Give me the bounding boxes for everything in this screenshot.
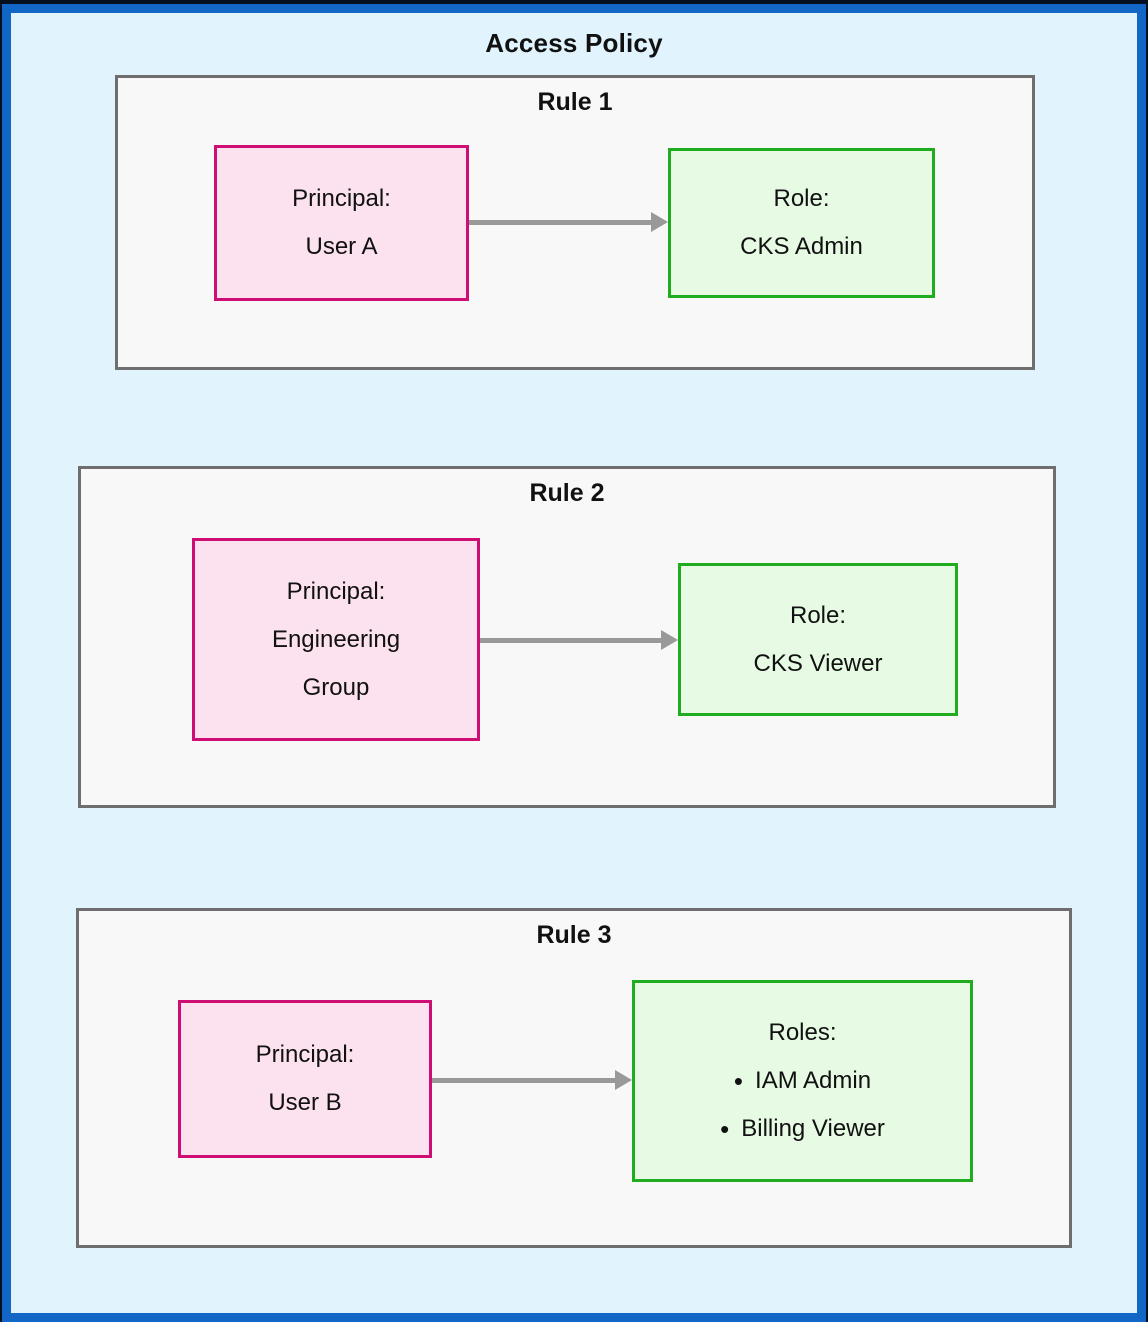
arrow-line	[432, 1077, 616, 1083]
rule-1-label: Rule 1	[537, 88, 613, 116]
rule-3-container: Rule 3 Principal: User B Roles: • IAM Ad…	[76, 908, 1072, 1248]
rule-1-principal-node: Principal: User A	[214, 145, 469, 301]
rule-2-label: Rule 2	[529, 479, 605, 507]
role-value-text: IAM Admin	[755, 1067, 872, 1094]
role-value-text: Billing Viewer	[741, 1115, 885, 1142]
arrow-head-icon	[615, 1070, 632, 1090]
role-value: • Billing Viewer	[720, 1105, 885, 1153]
principal-value: User B	[268, 1089, 342, 1116]
arrow-head-icon	[661, 630, 678, 650]
rule-2-role-node: Role: CKS Viewer	[678, 563, 958, 716]
rule-1-role-node: Role: CKS Admin	[668, 148, 935, 298]
role-heading: Role:	[789, 601, 847, 629]
role-heading: Roles:	[768, 1019, 837, 1046]
rule-3-role-node: Roles: • IAM Admin • Billing Viewer	[632, 980, 973, 1182]
rule-2-container: Rule 2 Principal: Engineering Group Role…	[78, 466, 1056, 808]
arrow-head-icon	[651, 212, 668, 232]
rule-3-principal-node: Principal: User B	[178, 1000, 432, 1158]
principal-heading: Principal:	[286, 577, 386, 605]
role-value: CKS Viewer	[753, 649, 883, 677]
principal-value: User A	[305, 233, 378, 260]
role-heading: Role:	[773, 185, 830, 212]
principal-heading: Principal:	[255, 1041, 355, 1068]
diagram-title: Access Policy	[485, 28, 663, 58]
role-value: CKS Admin	[740, 233, 863, 260]
bullet-icon: •	[720, 1114, 730, 1144]
principal-heading: Principal:	[292, 185, 391, 212]
rule-3-label: Rule 3	[536, 921, 612, 949]
rule-2-principal-node: Principal: Engineering Group	[192, 538, 480, 741]
rule-1-container: Rule 1 Principal: User A Role: CKS Admin	[115, 75, 1035, 370]
principal-value: Group	[302, 673, 370, 701]
arrow-line	[480, 637, 662, 643]
bullet-icon: •	[733, 1066, 744, 1096]
role-value: • IAM Admin	[734, 1057, 871, 1105]
principal-value: Engineering	[271, 625, 401, 653]
arrow-line	[469, 219, 652, 225]
